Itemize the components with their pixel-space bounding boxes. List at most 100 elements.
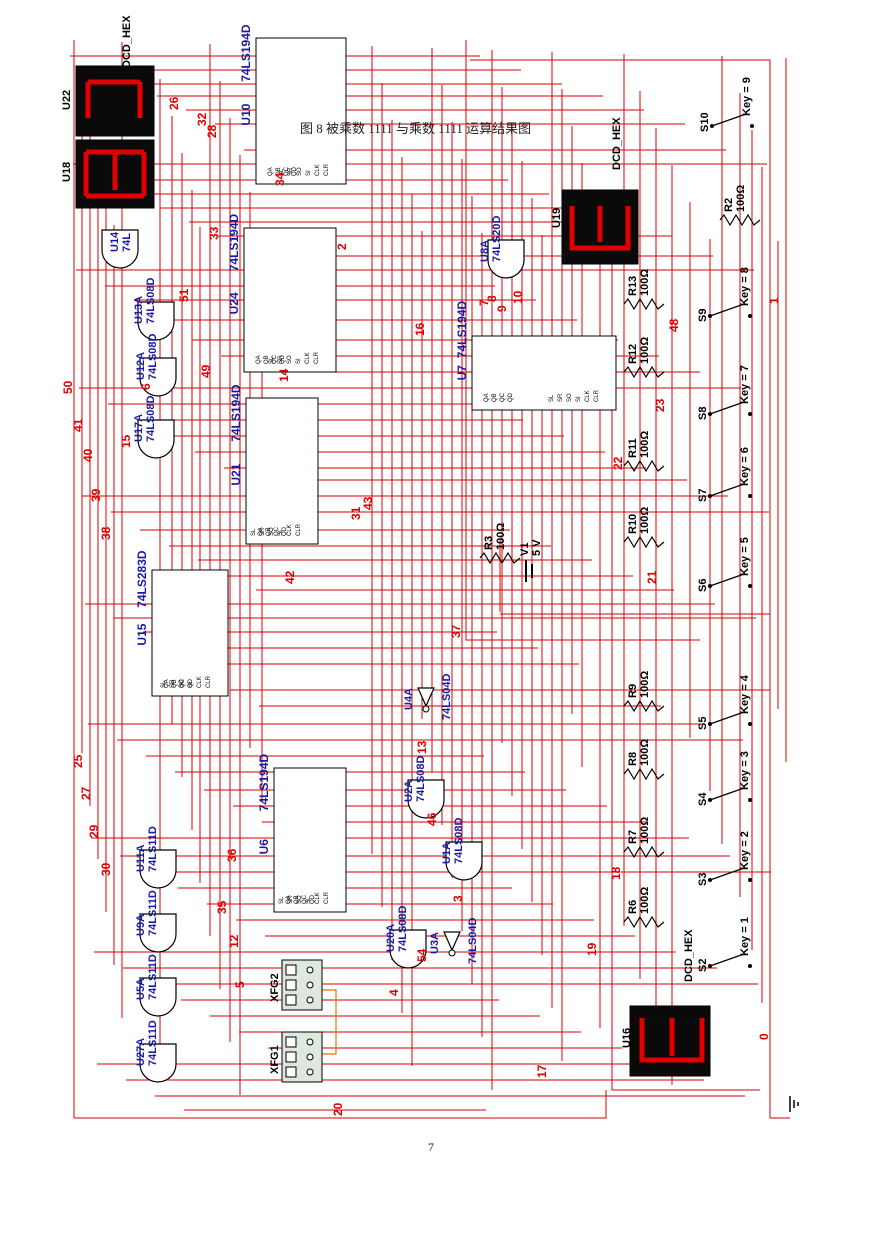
pin-label: SI	[306, 170, 312, 176]
wire	[611, 300, 760, 1091]
pin-label: QC	[500, 392, 506, 402]
net-label: 50	[61, 380, 75, 394]
net-label: 13	[415, 740, 429, 754]
chip-ref: U10	[239, 103, 253, 125]
generator-pin	[306, 1038, 314, 1046]
switch-lever	[709, 787, 745, 801]
net-label: 25	[71, 754, 85, 768]
pin-label: CLR	[296, 523, 302, 536]
net-label: 41	[71, 418, 85, 432]
resistor-value: 100Ω	[495, 523, 507, 550]
switch-contact	[708, 722, 712, 726]
net-label: 21	[645, 570, 659, 584]
display-ref: U18	[61, 162, 73, 182]
gate-part: 74LS08D	[397, 905, 409, 952]
switch-ref: S2	[697, 959, 709, 972]
generator-terminal	[285, 1036, 297, 1048]
chip-ref: U6	[257, 839, 271, 855]
gate-ref: U27A	[135, 1038, 147, 1066]
chip-ref: U7	[455, 365, 469, 381]
display-part: DCD_HEX	[611, 117, 623, 170]
gate-body	[443, 931, 461, 952]
pin-label: QB	[264, 355, 270, 364]
pin-label: QD	[280, 354, 286, 364]
pin-label: SR	[170, 679, 176, 688]
pin-label: CLK	[585, 390, 591, 402]
pin-label: SL	[161, 680, 167, 688]
resistor-zigzag	[479, 551, 521, 565]
net-label: 18	[609, 866, 623, 880]
resistor-ref: R11	[627, 438, 639, 458]
wire	[470, 59, 771, 1118]
generator-pin	[306, 996, 314, 1004]
chip-part: 74LS194D	[257, 753, 271, 811]
generator-terminal	[285, 994, 297, 1006]
generator-terminal	[285, 979, 297, 991]
pin-label: QC	[272, 354, 278, 364]
gate-part: 74LS08D	[147, 333, 159, 380]
pin-label: SO	[179, 679, 185, 688]
net-label: 8	[485, 295, 499, 302]
net-label: 36	[225, 848, 239, 862]
wire	[322, 989, 337, 1055]
inverter-bubble	[422, 705, 430, 713]
net-label: 7	[477, 299, 491, 306]
net-label: 42	[283, 570, 297, 584]
switch-contact	[708, 878, 712, 882]
net-label: 17	[535, 1064, 549, 1078]
wire-layer	[70, 40, 790, 1119]
resistor-value: 100Ω	[639, 337, 651, 364]
generator-pin	[306, 1068, 314, 1076]
pin-label: SI	[296, 358, 302, 364]
net-label: 26	[167, 96, 181, 110]
switch-contact	[708, 584, 712, 588]
pin-label: QB	[276, 167, 282, 176]
resistor-zigzag	[623, 915, 665, 929]
net-label: 15	[119, 434, 133, 448]
gate-ref: U14	[109, 231, 121, 252]
display-ref: U22	[61, 90, 73, 110]
switch-key: Key = 1	[739, 917, 751, 956]
switch-s2: S2 Key = 1	[697, 917, 752, 972]
switch-ref: S7	[697, 489, 709, 502]
resistor-value: 100Ω	[639, 671, 651, 698]
net-label: 38	[99, 526, 113, 540]
switch-key: Key = 2	[739, 831, 751, 870]
net-label: 48	[667, 318, 681, 332]
chip-body	[151, 569, 229, 697]
lit-segments	[569, 206, 631, 251]
resistor-ref: R12	[627, 344, 639, 364]
pin-label: QA	[164, 679, 170, 688]
net-label: 35	[215, 900, 229, 914]
pin-label: CLR	[324, 891, 330, 904]
net-label: 2	[335, 243, 349, 250]
resistor-ref: R9	[627, 684, 639, 698]
net-label: 28	[205, 124, 219, 138]
switch-key: Key = 4	[739, 674, 751, 714]
pin-label: SL	[269, 356, 275, 364]
gate-part: 74LS04D	[467, 917, 479, 964]
gate-ref: U8A	[479, 240, 491, 262]
gate-part: 74LS08D	[415, 755, 427, 802]
pin-label: SO	[297, 167, 303, 176]
switch-contact	[748, 798, 752, 802]
chip-body	[243, 227, 337, 373]
pin-label: SI	[188, 682, 194, 688]
lit-segments	[85, 79, 143, 118]
resistor-value: 100Ω	[639, 269, 651, 296]
net-label: 54	[415, 948, 429, 962]
